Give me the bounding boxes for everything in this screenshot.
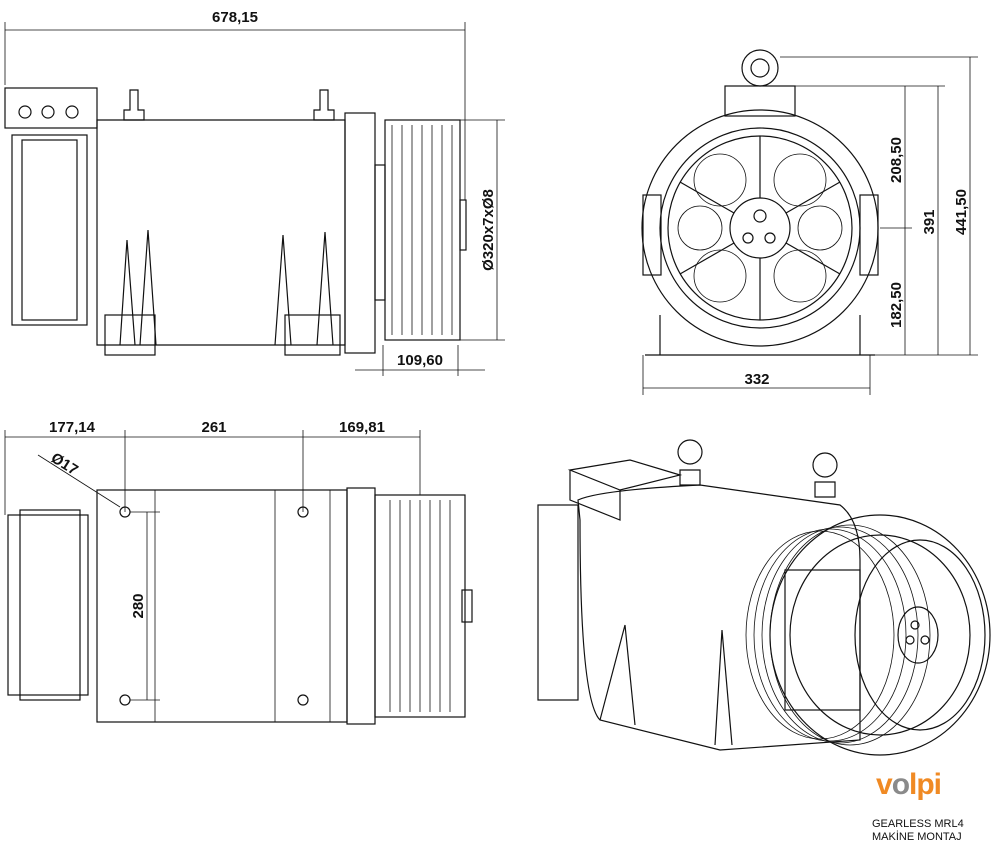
- bottom-view: [7, 487, 473, 725]
- dimension-lines-front: [642, 56, 978, 395]
- caption-line-2: MAKİNE MONTAJ: [872, 831, 962, 843]
- dim-lower-height: 182,50: [888, 282, 905, 328]
- dim-foot-rear: 169,81: [339, 419, 385, 436]
- dim-height-391: 391: [921, 209, 938, 234]
- dim-overall-length: 678,15: [212, 9, 258, 26]
- dimension-lines-side: [4, 22, 505, 376]
- dim-hole-diameter: Ø17: [48, 449, 81, 478]
- dim-foot-front: 177,14: [49, 419, 96, 436]
- caption: GEARLESS MRL4 MAKİNE MONTAJ: [872, 818, 964, 844]
- caption-line-1: GEARLESS MRL4: [872, 818, 964, 830]
- dim-foot-span: 261: [201, 419, 226, 436]
- dim-sheave-offset: 109,60: [397, 352, 443, 369]
- volpi-logo: volpi: [876, 768, 942, 801]
- dim-upper-height: 208,50: [888, 137, 905, 183]
- dim-width: 332: [744, 371, 769, 388]
- dim-overall-height: 441,50: [953, 189, 970, 235]
- dimension-lines-bottom: [4, 430, 421, 701]
- isometric-view: [537, 439, 991, 756]
- front-view: [641, 49, 879, 356]
- dim-sheave: Ø320x7xØ8: [480, 189, 497, 271]
- dim-foot-width: 280: [130, 593, 147, 618]
- side-view: [4, 87, 467, 356]
